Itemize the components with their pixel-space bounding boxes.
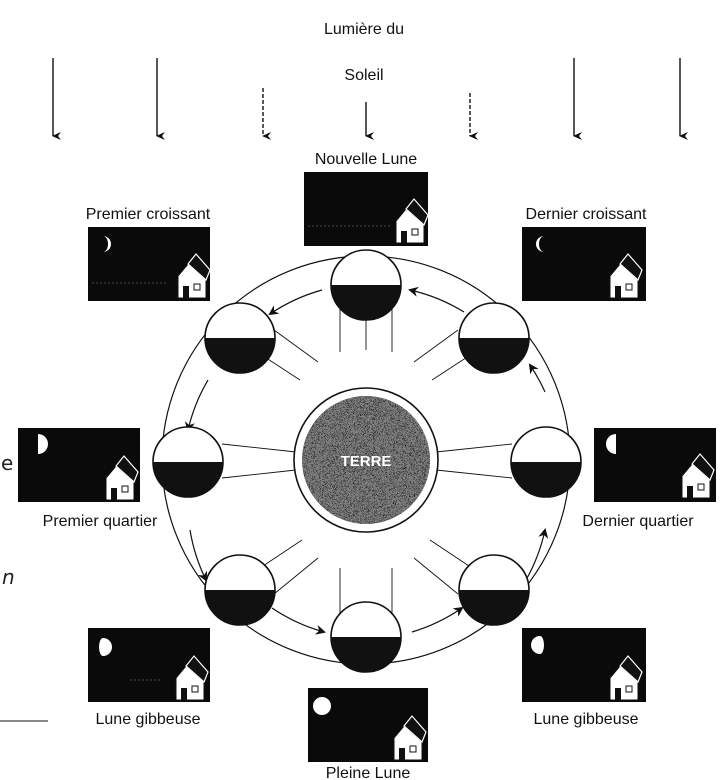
moon-full — [330, 601, 402, 673]
label-nouvelle-lune: Nouvelle Lune — [315, 151, 417, 168]
moon-waning-crescent — [458, 302, 530, 374]
moon-waxing-gibbous — [204, 554, 276, 626]
moon-waxing-crescent — [204, 302, 276, 374]
panel-last-quarter — [594, 428, 716, 502]
label-dernier-quartier: Dernier quartier — [582, 513, 694, 530]
earth: TERRE — [293, 387, 439, 533]
panel-first-quarter — [18, 428, 140, 502]
edge-fragments: e n — [0, 451, 48, 722]
label-lune-gibbeuse-right: Lune gibbeuse — [534, 711, 639, 728]
half-moon-icon — [38, 434, 48, 454]
sunlight-subtitle: Soleil — [344, 67, 383, 84]
label-pleine-lune: Pleine Lune — [326, 765, 411, 780]
panel-waxing-crescent — [88, 227, 211, 301]
panel-waning-crescent — [522, 227, 646, 301]
sunlight-arrows — [52, 58, 688, 140]
full-moon-icon — [313, 697, 331, 715]
moon-last-quarter — [510, 426, 582, 498]
gibbous-moon-icon — [99, 638, 112, 656]
label-premier-croissant: Premier croissant — [86, 206, 211, 223]
edge-letter-n: n — [2, 565, 15, 589]
crescent-moon-icon — [536, 236, 544, 252]
panel-full-moon — [308, 688, 428, 762]
moons — [152, 249, 582, 673]
half-moon-icon — [606, 434, 616, 454]
gibbous-moon-icon — [531, 636, 544, 654]
sunlight-title: Lumière du — [324, 21, 404, 38]
earth-label: TERRE — [341, 453, 392, 470]
label-premier-quartier: Premier quartier — [43, 513, 158, 530]
phase-labels: Nouvelle Lune Premier croissant Dernier … — [43, 151, 695, 780]
moon-first-quarter — [152, 426, 224, 498]
panel-waxing-gibbous — [88, 628, 210, 702]
crescent-moon-icon — [103, 236, 111, 252]
label-dernier-croissant: Dernier croissant — [526, 206, 647, 223]
moon-waning-gibbous — [458, 554, 530, 626]
label-lune-gibbeuse-left: Lune gibbeuse — [96, 711, 201, 728]
moon-new — [330, 249, 402, 321]
edge-letter-e: e — [1, 451, 13, 475]
sky-panels — [18, 172, 716, 762]
panel-waning-gibbous — [522, 628, 646, 702]
panel-new-moon — [304, 172, 429, 246]
